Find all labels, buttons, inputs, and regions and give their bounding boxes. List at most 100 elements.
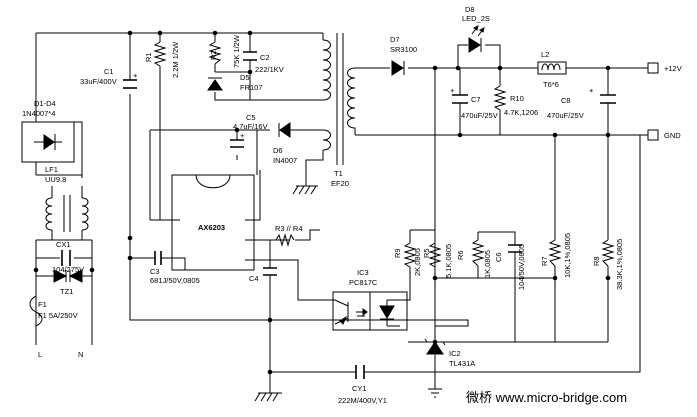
c4-capacitor: C4 [249, 267, 277, 283]
secondary-wiring [400, 44, 648, 380]
terminal-gnd-box[interactable] [647, 129, 659, 141]
c8-plus: + [589, 86, 594, 95]
divider-network: R7 10K,1%,0805 R8 38.3K,1%,0805 [540, 233, 624, 290]
c2-value: 222/1KV [255, 65, 284, 74]
r7-value: 10K,1%,0805 [563, 233, 572, 278]
watermark: 微桥 www.micro-bridge.com [466, 390, 627, 405]
c1-plus: + [133, 71, 138, 80]
r5-ref: R5 [422, 248, 431, 258]
r1-ref: R1 [144, 52, 153, 62]
ic2-value: TL431A [449, 359, 475, 368]
c8-value: 470uF/25V [547, 111, 584, 120]
feedback-network: R9 2K,0805 R5 5.1K,0805 R6 1K,0805 C6 10… [393, 239, 526, 290]
r2-value: 75K 1/2W [232, 34, 241, 68]
terminal-n: N [78, 350, 83, 359]
bridge-rectifier: D1-D4 1N4007*4 [21, 99, 75, 163]
d8-value: LED_2S [462, 14, 490, 23]
d7-value: SR3100 [390, 45, 417, 54]
c3-ref: C3 [150, 267, 160, 276]
lf1-ref: LF1 [45, 165, 58, 174]
ic3-ref: IC3 [357, 268, 369, 277]
f1-ref: F1 [38, 300, 47, 309]
r10-ref: R10 [510, 94, 524, 103]
cx1-ref: CX1 [56, 240, 71, 249]
controller-ic: AX6203 [171, 174, 255, 271]
l2-inductor: L2 T6*6 [537, 50, 567, 89]
r10-value: 4.7K,1206 [504, 108, 538, 117]
terminal-12v-box[interactable] [647, 62, 659, 74]
c7-plus: + [450, 86, 455, 95]
r7-ref: R7 [540, 256, 549, 266]
c5-ref: C5 [246, 113, 256, 122]
r3-r4-resistor: R3 // R4 [275, 224, 303, 247]
choke-lf1: LF1 UU9.8 [45, 165, 89, 232]
primary-wiring [35, 32, 641, 385]
r1-value: 2.2M 1/2W [171, 41, 180, 78]
r8-ref: R8 [592, 256, 601, 266]
ic3-value: PC817C [349, 278, 378, 287]
c1-ref: C1 [104, 67, 114, 76]
c2-ref: C2 [260, 53, 270, 62]
r6-value: 1K,0805 [483, 250, 492, 278]
c3-value: 681J/50V,0805 [150, 276, 200, 285]
output-terminals: +12V GND [647, 62, 682, 141]
c5-plus: + [240, 131, 245, 140]
r10-resistor: R10 4.7K,1206 [493, 85, 538, 117]
c7-value: 470uF/25V [461, 111, 498, 120]
r3-r4-ref: R3 // R4 [275, 224, 303, 233]
c7-capacitor: + C7 470uF/25V [450, 86, 498, 120]
terminal-12v-label: +12V [664, 64, 682, 73]
c1-capacitor: + C1 33uF/400V [80, 67, 138, 89]
c3-capacitor: C3 681J/50V,0805 [150, 251, 200, 285]
c6-value: 104/50V,0805 [517, 244, 526, 290]
l2-value: T6*6 [543, 80, 559, 89]
c4-ref: C4 [249, 274, 259, 283]
f1-value: F1 5A/250V [38, 311, 78, 320]
r9-value: 2K,0805 [413, 248, 422, 276]
d8-led: D8 LED_2S [462, 5, 490, 53]
cy1-ref: CY1 [352, 384, 367, 393]
terminal-l: L [38, 350, 42, 359]
c6-ref: C6 [494, 252, 503, 262]
t1-ref: T1 [334, 169, 343, 178]
c7-ref: C7 [471, 95, 481, 104]
cy1-value: 222M/400V,Y1 [338, 396, 387, 405]
d6-ref: D6 [273, 146, 283, 155]
c8-ref: C8 [561, 96, 571, 105]
shunt-regulator-ic2: IC2 TL431A [424, 338, 475, 368]
optocoupler-ic3: IC3 PC817C [332, 268, 408, 331]
r1-resistor: R1 2.2M 1/2W [144, 41, 180, 78]
c1-value: 33uF/400V [80, 77, 117, 86]
cy1-capacitor: CY1 222M/400V,Y1 [338, 365, 387, 405]
r2-ref: R2 [209, 50, 218, 60]
r9-ref: R9 [393, 248, 402, 258]
d5-ref: D5 [240, 73, 250, 82]
c8-capacitor: + C8 470uF/25V [547, 86, 616, 120]
r8-value: 38.3K,1%,0805 [615, 239, 624, 290]
d7-diode: D7 SR3100 [390, 35, 417, 76]
t1-value: EF20 [331, 179, 349, 188]
ic1-value: AX6203 [198, 223, 225, 232]
d7-ref: D7 [390, 35, 400, 44]
lf1-value: UU9.8 [45, 175, 66, 184]
r5-value: 5.1K,0805 [444, 244, 453, 278]
tz1-ref: TZ1 [60, 287, 73, 296]
input-filter: CX1 104/275V TZ1 F1 F1 5A/250V L N [29, 240, 92, 359]
r6-ref: R6 [456, 250, 465, 260]
terminal-gnd-label: GND [664, 131, 681, 140]
ground-symbols [254, 180, 442, 402]
cx1-value: 104/275V [52, 265, 84, 274]
aux-supply: + C5 4.7uF/16V D6 IN4007 [230, 113, 297, 165]
d8-ref: D8 [465, 5, 475, 14]
l2-ref: L2 [541, 50, 549, 59]
c5-value: 4.7uF/16V [233, 122, 268, 131]
ic2-ref: IC2 [449, 349, 461, 358]
d6-value: IN4007 [273, 156, 297, 165]
snubber: R2 75K 1/2W C2 222/1KV D5 FR107 [207, 34, 284, 92]
junction-dots [33, 30, 611, 375]
d5-value: FR107 [240, 83, 263, 92]
d1-d4-ref: D1-D4 [34, 99, 56, 108]
transformer-t1: T1 EF20 [322, 33, 640, 188]
d1-d4-value: 1N4007*4 [22, 109, 55, 118]
